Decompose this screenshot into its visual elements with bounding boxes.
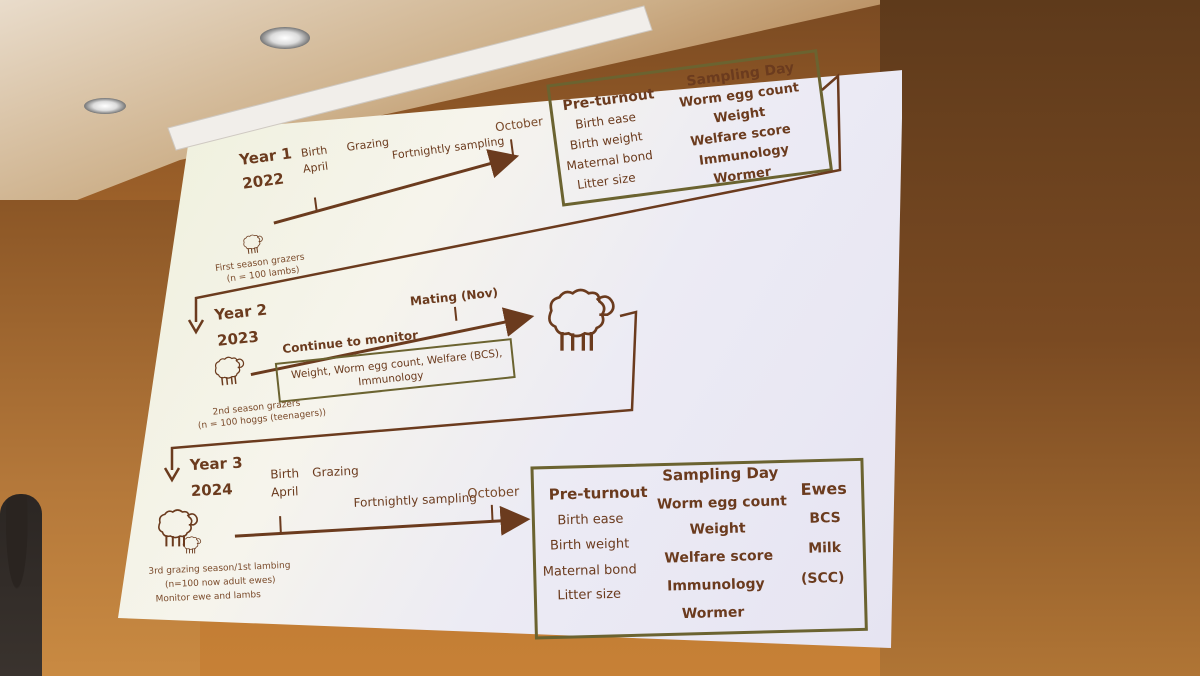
year3-sampling-item: Worm egg count <box>657 493 788 512</box>
year1-year: 2022 <box>241 169 285 192</box>
year1-preturnout-item: Maternal bond <box>566 148 654 173</box>
year3-october-tick <box>490 504 494 521</box>
year2-title: Year 2 <box>213 301 268 325</box>
year1-april: April <box>302 160 329 176</box>
year1-sampling-item: Wormer <box>713 165 773 188</box>
year1-title: Year 1 <box>237 144 293 169</box>
ceiling-light <box>260 27 310 49</box>
screen-roller <box>167 5 653 151</box>
right-wall <box>880 0 1200 676</box>
year3-sampling-item: Wormer <box>682 604 745 622</box>
year3-october: October <box>467 485 520 502</box>
year3-sampling-item: Weight <box>689 520 746 537</box>
year3-preturnout-item: Litter size <box>557 587 621 604</box>
connector-arrowhead <box>187 319 205 335</box>
year2-to-year3-connector <box>170 310 638 470</box>
year2-section: Year 2 2023 Mating (Nov) Continue to mon… <box>198 285 535 431</box>
year3-sampling-item: Welfare score <box>664 548 773 567</box>
year3-grazing: Grazing <box>312 464 359 480</box>
year1-box-border <box>546 49 834 207</box>
year3-preturnout-item: Birth ease <box>557 512 623 529</box>
sheep-icon <box>182 536 202 555</box>
year1-october-tick <box>509 139 515 156</box>
year3-ewes-item: Milk <box>808 540 842 557</box>
year2-mating: Mating (Nov) <box>409 285 498 308</box>
year1-section: Year 1 2022 Birth April Grazing Fortnigh… <box>215 114 544 285</box>
ceiling-light <box>84 98 126 114</box>
year3-group-line3: Monitor ewe and lambs <box>155 590 261 605</box>
connector-arrowhead <box>163 467 181 483</box>
year2-year: 2023 <box>216 328 259 350</box>
year3-group-line1: 3rd grazing season/1st lambing <box>148 561 290 577</box>
year3-box: Pre-turnout Birth ease Birth weight Mate… <box>530 457 868 640</box>
year3-fortnightly: Fortnightly sampling <box>353 491 477 510</box>
sheep-icon <box>242 233 265 255</box>
year2-box <box>274 338 516 403</box>
year3-ewes-title: Ewes <box>800 479 847 499</box>
year1-preturnout-item: Birth ease <box>574 110 636 132</box>
year3-sampling-item: Immunology <box>667 576 765 595</box>
year3-april: April <box>271 484 299 499</box>
year1-birth: Birth <box>300 144 328 160</box>
sheep-icon <box>157 508 199 548</box>
sheep-icon <box>547 288 616 353</box>
year1-preturnout-item: Litter size <box>576 170 636 192</box>
year3-sampling-title: Sampling Day <box>662 464 779 485</box>
year1-birth-tick <box>313 197 318 211</box>
year3-section: Year 3 2024 Birth April Grazing Fortnigh… <box>148 454 531 605</box>
year1-preturnout-title: Pre-turnout <box>562 86 656 114</box>
year1-sampling-item: Weight <box>713 105 766 127</box>
year3-birth: Birth <box>270 466 299 481</box>
year1-to-year2-connector <box>194 73 842 322</box>
person-silhouette <box>0 494 42 676</box>
year3-preturnout-item: Maternal bond <box>543 562 637 579</box>
year1-timeline-arrow <box>273 149 520 225</box>
year2-mating-tick <box>453 306 458 321</box>
year1-october: October <box>494 114 544 134</box>
year1-box: Pre-turnout Birth ease Birth weight Mate… <box>546 49 834 207</box>
year3-preturnout-title: Pre-turnout <box>548 483 647 504</box>
year3-preturnout-item: Birth weight <box>550 536 630 553</box>
year1-grazing: Grazing <box>346 135 390 153</box>
year3-ewes-item: (SCC) <box>801 570 845 587</box>
year1-preturnout-item: Birth weight <box>569 129 644 152</box>
year3-ewes-item: BCS <box>809 510 841 527</box>
year3-year: 2024 <box>191 480 233 500</box>
sheep-icon <box>213 354 247 387</box>
year3-group-line2: (n=100 now adult ewes) <box>165 575 276 590</box>
year2-timeline-arrow <box>250 307 535 377</box>
year3-timeline-arrow <box>234 505 531 538</box>
year3-title: Year 3 <box>188 454 243 474</box>
year3-box-border <box>530 457 868 640</box>
year1-fortnightly: Fortnightly sampling <box>391 134 505 162</box>
year3-birth-tick <box>279 516 282 533</box>
